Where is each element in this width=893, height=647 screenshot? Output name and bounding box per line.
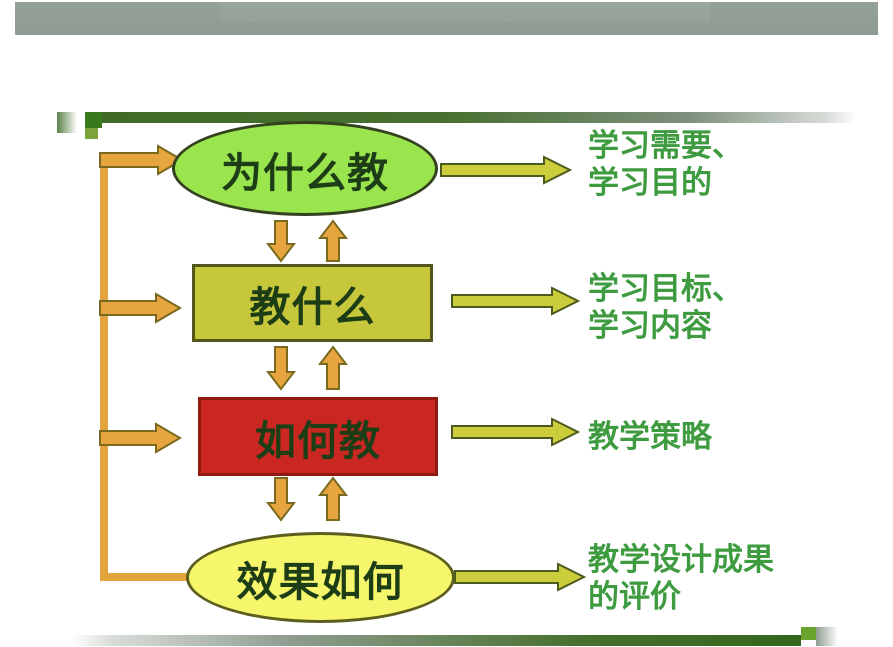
outcome-arrow-3 bbox=[451, 417, 581, 447]
outcome-label-1: 学习需要、 学习目的 bbox=[588, 127, 743, 201]
node-effect: 效果如何 bbox=[186, 532, 455, 623]
outcome-label-3-line-1: 教学策略 bbox=[588, 419, 712, 454]
down-arrow-1 bbox=[265, 220, 297, 263]
top-left-dark-green-square bbox=[85, 112, 102, 128]
node-what-to-teach: 教什么 bbox=[192, 264, 433, 342]
up-arrow-1 bbox=[317, 219, 349, 262]
outcome-arrow-4 bbox=[454, 562, 587, 592]
node-how-to-teach-label: 如何教 bbox=[255, 417, 381, 464]
bottom-right-green-square bbox=[801, 627, 816, 640]
outcome-label-2: 学习目标、 学习内容 bbox=[588, 270, 743, 344]
feedback-loop-line bbox=[100, 157, 190, 581]
loop-arrow-to-what-teach bbox=[99, 292, 182, 324]
top-divider-bar bbox=[102, 112, 857, 123]
loop-arrow-to-why-teach bbox=[99, 144, 184, 176]
top-left-gradient-square bbox=[57, 112, 77, 133]
outcome-label-1-line-2: 学习目的 bbox=[588, 165, 712, 200]
outcome-label-4-line-2: 的评价 bbox=[588, 579, 681, 614]
outcome-label-2-line-2: 学习内容 bbox=[588, 308, 712, 343]
node-why-teach: 为什么教 bbox=[172, 121, 438, 216]
bottom-divider-bar bbox=[70, 635, 801, 646]
up-arrow-2 bbox=[317, 345, 349, 390]
header-bar-highlight bbox=[220, 2, 710, 22]
node-how-to-teach: 如何教 bbox=[198, 397, 438, 476]
node-effect-label: 效果如何 bbox=[236, 558, 405, 605]
outcome-label-4: 教学设计成果 的评价 bbox=[588, 541, 774, 615]
down-arrow-2 bbox=[265, 346, 297, 391]
bottom-right-gradient-square bbox=[816, 627, 838, 646]
top-left-olive-square bbox=[85, 128, 98, 139]
outcome-arrow-1 bbox=[440, 155, 573, 185]
outcome-label-2-line-1: 学习目标、 bbox=[588, 271, 743, 306]
outcome-label-3: 教学策略 bbox=[588, 418, 712, 455]
up-arrow-3 bbox=[317, 476, 349, 521]
outcome-label-1-line-1: 学习需要、 bbox=[588, 128, 743, 163]
node-what-to-teach-label: 教什么 bbox=[249, 284, 376, 330]
outcome-arrow-2 bbox=[451, 286, 581, 316]
outcome-label-4-line-1: 教学设计成果 bbox=[588, 542, 774, 577]
down-arrow-3 bbox=[265, 477, 297, 522]
header-bar bbox=[15, 2, 878, 35]
node-why-teach-label: 为什么教 bbox=[221, 149, 389, 196]
loop-arrow-to-how-teach bbox=[99, 422, 182, 454]
